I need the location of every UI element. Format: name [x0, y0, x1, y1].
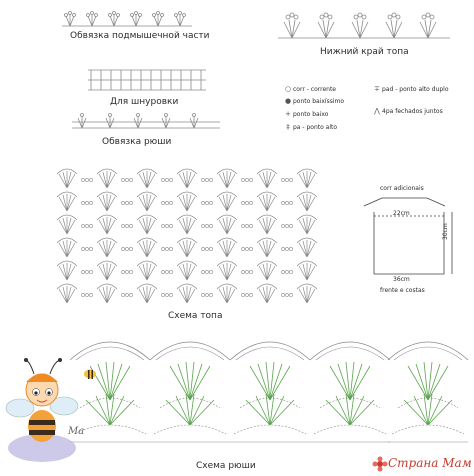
top-chart-label: Схема топа — [168, 311, 223, 321]
bottom-width-label: 36cm — [393, 276, 410, 283]
top-pattern-chart — [55, 166, 327, 306]
ruffle-edging-label: Обвязка рюши — [102, 137, 172, 147]
bee-mascot-illustration — [5, 358, 79, 462]
front-back-note: frente e costas — [380, 287, 425, 294]
underarm-edging-chart — [62, 11, 192, 27]
top-width-label: 22cm — [393, 210, 410, 217]
legend-item: ‡pa - ponto alto — [283, 123, 337, 131]
treble-crochet-symbol: ∓ — [374, 85, 380, 93]
site-watermark-text: Страна Мам — [388, 456, 472, 470]
legend-item: ∓pad - ponto alto duplo — [372, 85, 448, 93]
single-crochet-symbol: + — [285, 110, 291, 118]
measurement-diagram — [363, 197, 453, 275]
legend-item: +ponto baixo — [283, 110, 328, 118]
legend-item: ●ponto baixíssimo — [284, 97, 345, 105]
chain-symbol: ○ — [284, 85, 292, 93]
lacing-label: Для шнуровки — [110, 97, 179, 107]
legend-item: ⋀4pa fechados juntos — [372, 107, 443, 115]
bottom-edge-chart — [278, 12, 450, 39]
site-watermark-flower-icon — [372, 456, 388, 472]
ruffle-chart-label: Схема рюши — [196, 461, 256, 471]
slip-stitch-symbol: ● — [284, 97, 292, 105]
underarm-edging-label: Обвязка подмышечной части — [70, 31, 210, 41]
lacing-chart — [88, 69, 206, 91]
legend-item: ○corr - corrente — [284, 85, 336, 93]
extra-chain-label: corr adicionais — [380, 185, 424, 192]
small-bee-icon — [84, 369, 96, 379]
double-crochet-symbol: ‡ — [286, 123, 290, 131]
bottom-edge-label: Нижний край топа — [320, 47, 409, 57]
height-label: 30cm — [442, 223, 449, 240]
signature-text: Ma — [68, 426, 85, 437]
site-watermark: Страна Мам — [388, 456, 472, 470]
ruffle-pattern-chart — [69, 341, 469, 443]
cluster-symbol: ⋀ — [374, 107, 380, 115]
ruffle-edging-chart — [72, 113, 220, 129]
